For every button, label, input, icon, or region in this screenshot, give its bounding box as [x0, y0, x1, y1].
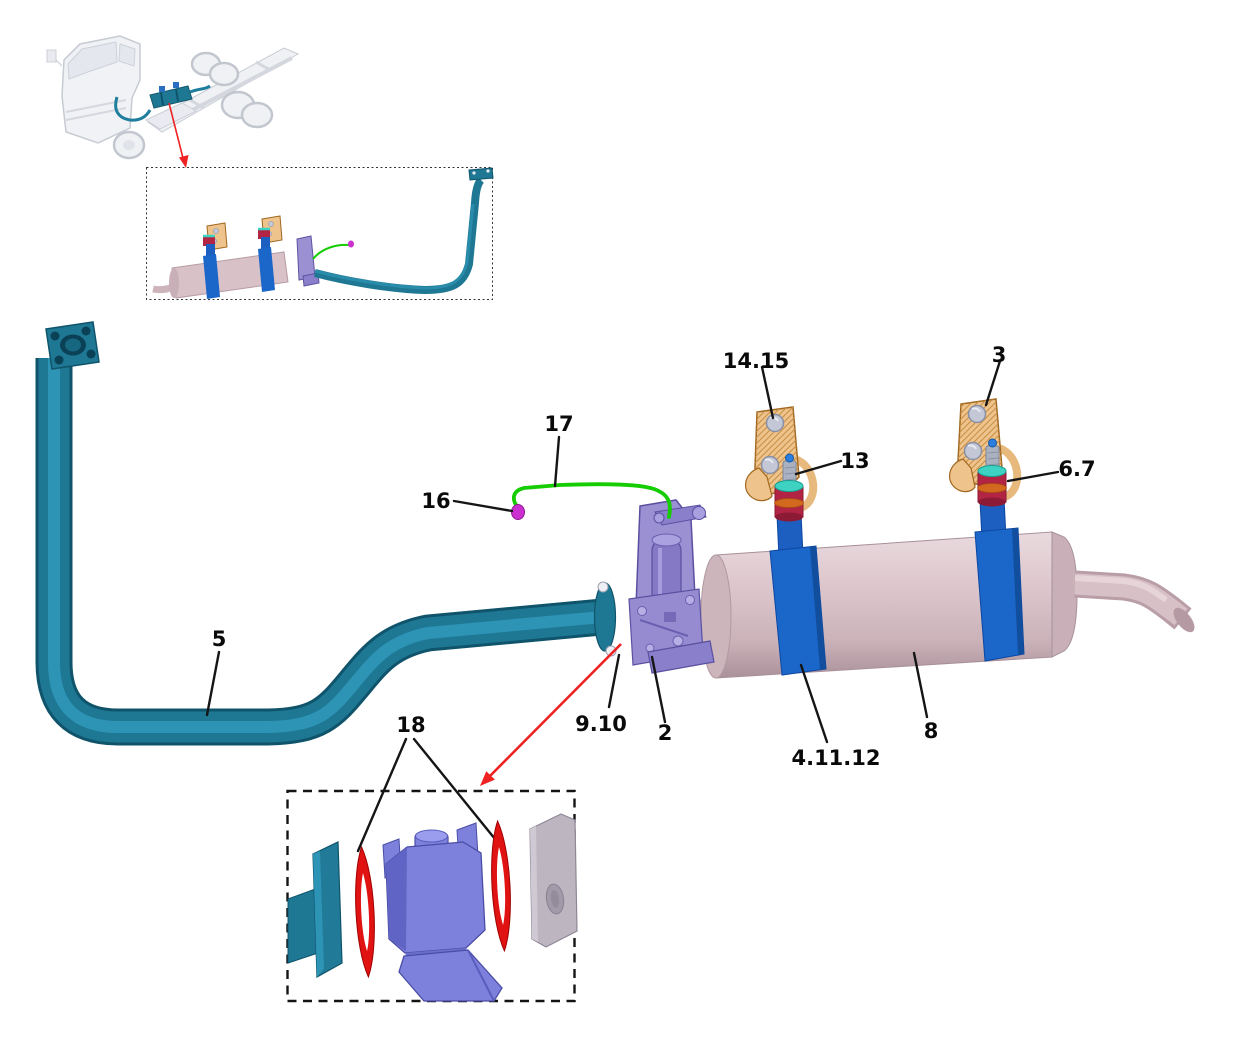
pipe-outlet-flange [593, 582, 617, 652]
exploded-joint-inset [286, 789, 578, 1003]
callout-8: 8 [924, 719, 939, 743]
arrowhead [480, 771, 495, 786]
hanger-foot [647, 640, 715, 674]
joint-pipe-stub [287, 887, 319, 964]
truck-exhaust-outlet [189, 84, 211, 94]
flange-bolt-hole [54, 355, 64, 365]
flange-bolt-hole [86, 349, 96, 359]
inset-border [146, 167, 493, 300]
callout-17: 17 [544, 412, 573, 436]
flange-bolt-hole [50, 331, 60, 341]
flange-bolt [605, 645, 617, 657]
truck-overview-thumbnail [46, 35, 300, 160]
callout-5: 5 [212, 627, 227, 651]
callout-14-15: 14.15 [723, 349, 789, 373]
cable [512, 482, 672, 519]
isolator-band [977, 483, 1007, 493]
mini-isolator [258, 229, 270, 239]
joint-mating-flange [529, 813, 578, 948]
mini-strap [258, 247, 275, 292]
callout-4-11-12: 4.11.12 [791, 746, 880, 770]
callout-labels: 5 2 3 4.11.12 13 6.7 8 9.10 14.15 16 17 … [212, 343, 1096, 770]
mini-connector [348, 240, 354, 248]
arrowhead [179, 155, 189, 168]
truck-wheel [240, 101, 274, 129]
tailpipe-tip [1173, 607, 1195, 633]
locator-arrow [168, 102, 189, 168]
truck-wheel [208, 61, 240, 87]
muffler-straps [769, 488, 1025, 676]
flange-bolt-hole [81, 326, 91, 336]
callout-3: 3 [992, 343, 1007, 367]
callout-6-7: 6.7 [1058, 457, 1095, 481]
truck-windshield [67, 41, 118, 80]
stud-tip [785, 453, 794, 463]
callout-16: 16 [421, 489, 450, 513]
isolator-front [774, 453, 804, 522]
mini-pipe [313, 177, 485, 295]
callout-9-10: 9.10 [575, 712, 627, 736]
gasket-left [355, 845, 375, 979]
flange-bolt [597, 581, 609, 593]
mini-flange [468, 167, 494, 181]
isolator-rear [977, 438, 1007, 507]
joint-body [385, 841, 486, 954]
leader-lines [205, 359, 1060, 853]
assembled-view-inset [146, 167, 494, 300]
truck-muffler [149, 85, 193, 109]
hanger-bracket-assembly [597, 499, 715, 674]
mini-cable [312, 243, 350, 260]
exploded-view-arrow [480, 643, 622, 786]
bracket-hook [949, 458, 976, 493]
truck-mirror [46, 49, 57, 63]
mini-strap [203, 254, 220, 299]
cable-connector [511, 504, 525, 520]
isolator-ring [977, 465, 1007, 477]
callout-18: 18 [396, 713, 425, 737]
truck-exhaust-pipe [114, 96, 152, 122]
truck-side-window [118, 43, 136, 67]
isolator-band [774, 498, 804, 508]
callout-2: 2 [658, 721, 673, 745]
exhaust-pipe [35, 321, 617, 746]
gasket-right [491, 819, 511, 953]
bracket-hook [745, 467, 773, 502]
joint-foot [398, 949, 503, 1002]
callout-13: 13 [840, 449, 869, 473]
muffler-end-cap [1051, 531, 1078, 658]
mini-isolator [203, 236, 215, 246]
stud-tip [988, 438, 997, 448]
mini-hanger-bracket [296, 235, 316, 281]
joint-block [382, 822, 503, 1002]
muffler [669, 531, 1195, 679]
isolator-ring [774, 480, 804, 492]
